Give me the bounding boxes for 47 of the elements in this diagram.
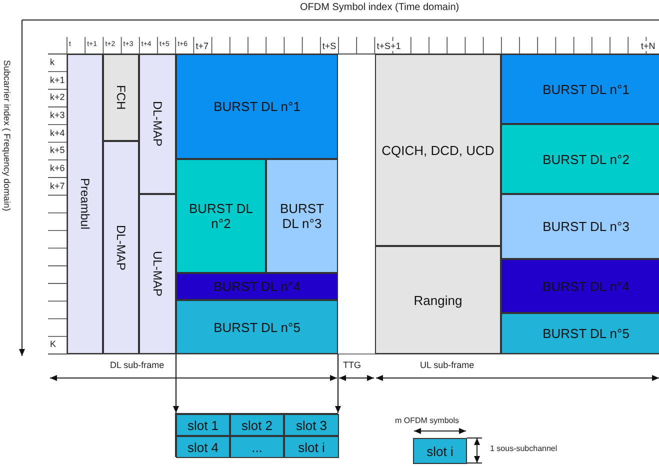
slot-cell: slot 2 — [230, 414, 284, 436]
row-index: k+2 — [50, 92, 65, 102]
fch-block: FCH — [103, 54, 139, 141]
axis-title: OFDM Symbol index (Time domain) — [300, 2, 460, 13]
slot-cell: slot 1 — [176, 414, 230, 436]
column-index: t+N — [640, 41, 656, 51]
dl-map-block: DL-MAP — [139, 54, 176, 194]
slot-cell: slot 3 — [284, 414, 339, 436]
ranging-block: Ranging — [375, 246, 501, 354]
row-index: k+6 — [50, 162, 65, 173]
dimension-label: 1 sous-subchannel — [490, 444, 558, 453]
ul-map-block: UL-MAP — [139, 194, 176, 354]
row-index: k+7 — [50, 180, 65, 191]
column-index: t+S+1 — [376, 41, 402, 51]
burst-block: BURST DL n°2 — [176, 159, 266, 273]
burst-block: BURST DL n°4 — [501, 259, 659, 313]
burst-block: BURST DL n°3 — [501, 194, 659, 259]
arrow — [173, 354, 179, 414]
slot-box: slot i — [413, 438, 467, 464]
burst-block: BURST DL n°3 — [266, 159, 338, 273]
row-index: k+4 — [50, 128, 65, 138]
row-index: k+3 — [50, 110, 65, 120]
preamble-column: Preambul — [67, 54, 103, 354]
axis-title: Subcarrier index ( Frequency domain) — [2, 60, 12, 212]
row-index: k+1 — [50, 74, 65, 85]
burst-block: BURST DL n°2 — [501, 124, 659, 194]
gap-label: TTG — [343, 360, 361, 370]
burst-block: BURST DL n°1 — [501, 54, 659, 124]
row-index: k — [50, 57, 54, 67]
subframe-label: UL sub-frame — [420, 360, 474, 370]
burst-block: BURST DL n°4 — [176, 273, 338, 300]
slot-cell: slot 4 — [176, 436, 230, 458]
burst-block: BURST DL n°1 — [176, 54, 338, 159]
slot-cell: ... — [230, 436, 284, 458]
row-index: k+5 — [50, 145, 65, 156]
slot-grid — [175, 413, 338, 457]
control-block: CQICH, DCD, UCD — [375, 54, 501, 246]
column-index: t+S — [321, 41, 338, 51]
column-index: t+7 — [194, 41, 210, 51]
dl-map-block: DL-MAP — [103, 141, 139, 354]
arrow — [335, 354, 341, 414]
slot-cell: slot i — [284, 436, 339, 458]
dimension-label: m OFDM symbols — [395, 416, 459, 425]
burst-block: BURST DL n°5 — [176, 300, 338, 354]
burst-block: BURST DL n°5 — [501, 313, 659, 354]
subframe-label: DL sub-frame — [110, 360, 164, 370]
row-index: K — [50, 339, 56, 350]
